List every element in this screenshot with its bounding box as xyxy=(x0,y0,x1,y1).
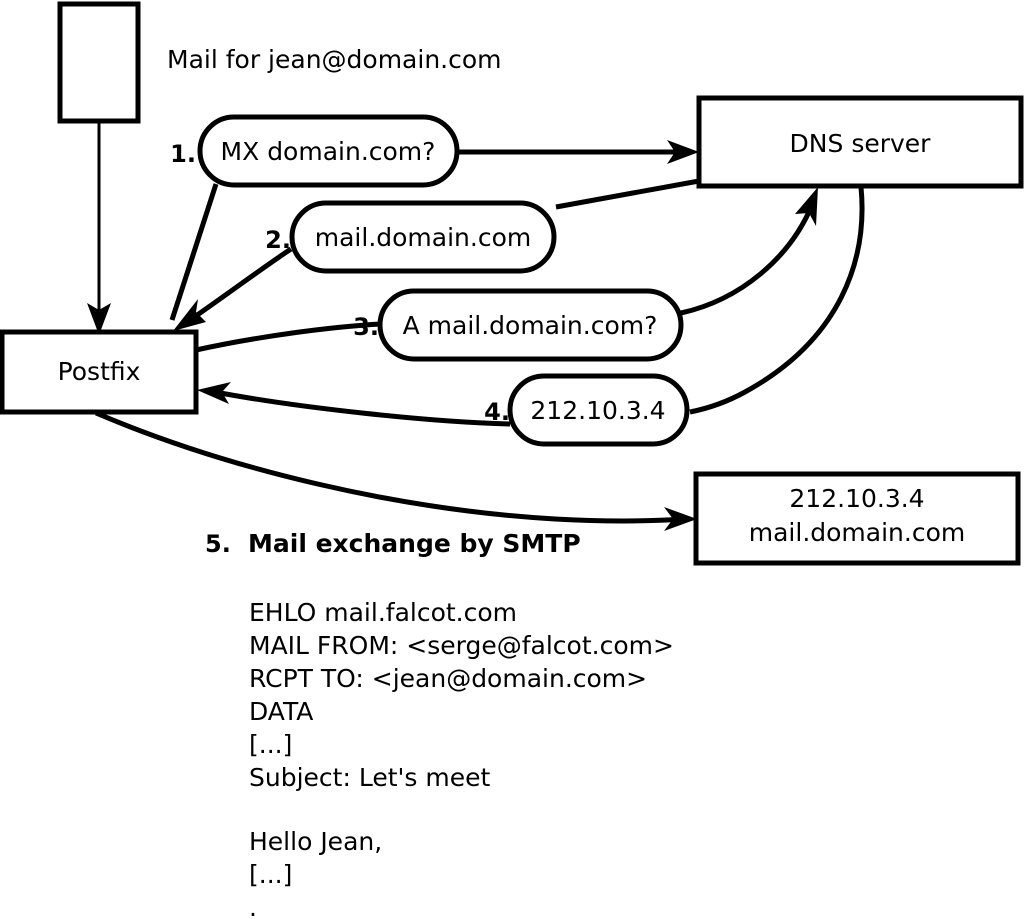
node-postfix[interactable] xyxy=(0,329,199,415)
node-destination-server[interactable] xyxy=(693,471,1021,566)
arrowhead-step4 xyxy=(197,382,231,404)
step-4-number: 4. xyxy=(484,398,510,426)
edge-step4-to-postfix xyxy=(214,389,511,427)
smtp-line-rcpt-to: RCPT TO: <jean@domain.com> xyxy=(249,664,647,693)
arrowhead-sender-to-postfix xyxy=(87,303,111,335)
arrowhead-step1 xyxy=(667,140,699,164)
node-dns-server[interactable] xyxy=(696,95,1024,189)
step-2-label: mail.domain.com xyxy=(315,223,531,252)
smtp-line-mail-from: MAIL FROM: <serge@falcot.com> xyxy=(249,631,674,660)
step-4-label: 212.10.3.4 xyxy=(530,396,665,425)
arrowhead-step2 xyxy=(173,299,206,331)
node-destination-server-label-host: mail.domain.com xyxy=(749,518,965,547)
node-dns-server-label: DNS server xyxy=(790,129,932,158)
edge-step2-to-postfix xyxy=(188,246,293,323)
smtp-line-ellipsis-2: [...] xyxy=(249,860,292,889)
node-postfix-label: Postfix xyxy=(58,357,141,386)
step-2-number: 2. xyxy=(265,226,291,254)
edge-postfix-to-step3 xyxy=(195,321,381,353)
diagram-title: Mail for jean@domain.com xyxy=(167,45,502,74)
step-2-pill[interactable] xyxy=(289,200,557,274)
edge-dns-to-step2 xyxy=(555,178,700,210)
step-1-pill[interactable] xyxy=(197,114,460,188)
smtp-line-terminator: . xyxy=(249,893,257,919)
smtp-line-ehlo: EHLO mail.falcot.com xyxy=(249,598,517,627)
node-sender-client[interactable] xyxy=(57,1,141,124)
edge-step1-tail xyxy=(169,183,219,321)
edge-postfix-to-destination xyxy=(95,410,685,524)
smtp-line-greeting: Hello Jean, xyxy=(249,827,382,856)
smtp-line-subject: Subject: Let's meet xyxy=(249,763,490,792)
step-4-pill[interactable] xyxy=(507,373,690,447)
arrowhead-step5 xyxy=(664,507,697,531)
arrowhead-step3 xyxy=(795,187,818,226)
step-3-label: A mail.domain.com? xyxy=(403,311,658,340)
step-5-label: Mail exchange by SMTP xyxy=(248,529,581,558)
edge-dns-to-step4 xyxy=(689,186,865,415)
node-destination-server-label-ip: 212.10.3.4 xyxy=(789,484,924,513)
step-5-number: 5. xyxy=(205,530,231,558)
step-1-label: MX domain.com? xyxy=(221,137,436,166)
smtp-line-ellipsis-1: [...] xyxy=(249,730,292,759)
edge-step3-to-dns xyxy=(680,204,815,316)
step-1-number: 1. xyxy=(170,140,196,168)
step-3-pill[interactable] xyxy=(377,288,684,362)
smtp-line-data: DATA xyxy=(249,697,313,726)
step-3-number: 3. xyxy=(353,313,379,341)
